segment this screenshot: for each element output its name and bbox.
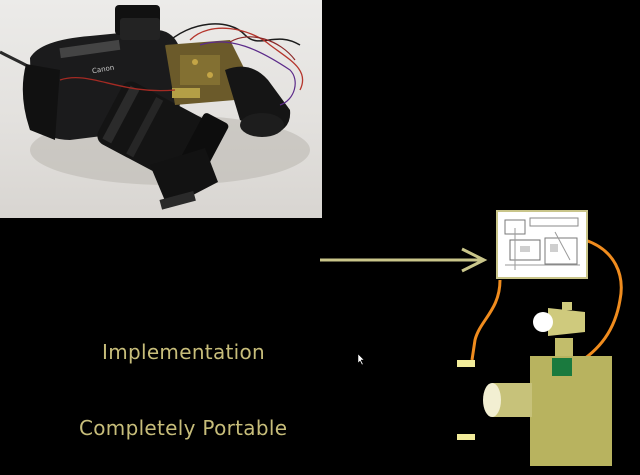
connector-bottom (457, 434, 475, 440)
circuit-board-icon (497, 211, 587, 278)
cursor-icon (358, 354, 364, 365)
arrow-right-icon (320, 249, 484, 271)
wire-left (472, 280, 500, 360)
connector-top (457, 360, 475, 367)
flash-unit-icon (533, 302, 585, 358)
camera-device-diagram (483, 356, 612, 466)
